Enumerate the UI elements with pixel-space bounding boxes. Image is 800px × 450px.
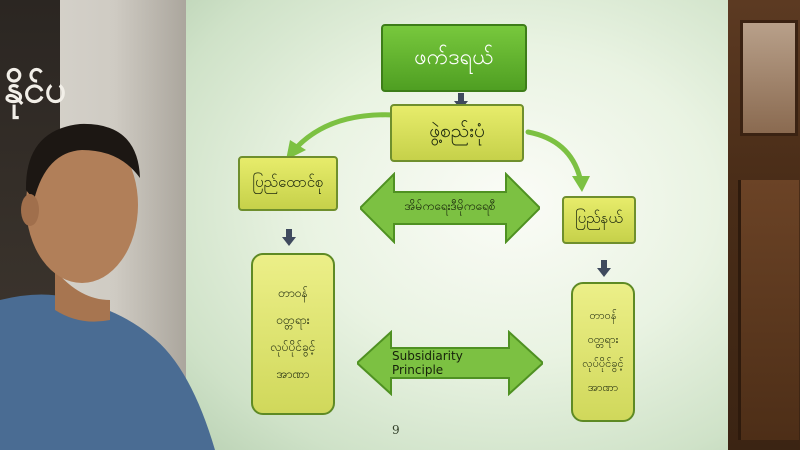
union-box: ပြည်ထောင်စု xyxy=(238,156,338,211)
curved-arrow-right-head xyxy=(572,176,590,192)
left-line-4: အာဏာ xyxy=(276,367,310,381)
state-box: ပြည်နယ် xyxy=(562,196,636,244)
wooden-door xyxy=(738,180,799,440)
right-line-1: တာဝန် xyxy=(589,308,617,322)
curved-arrow-left-head xyxy=(286,140,306,160)
left-responsibilities-box: တာဝန် ဝတ္တရား လုပ်ပိုင်ခွင့် အာဏာ xyxy=(251,253,335,415)
left-line-1: တာဝန် xyxy=(278,286,308,300)
presenter-hair xyxy=(25,123,140,200)
left-line-2: ဝတ္တရား xyxy=(276,313,310,327)
curved-arrow-right xyxy=(525,129,583,181)
federal-label: ဖက်ဒရယ် xyxy=(414,44,494,70)
constitution-box: ဖွဲ့စည်းပုံ xyxy=(390,104,524,162)
arrow-down-left xyxy=(282,229,296,246)
double-arrow-bottom xyxy=(357,330,543,396)
presenter-head xyxy=(26,127,138,283)
subsidiarity-label: Subsidiarity Principle xyxy=(392,349,463,377)
union-label: ပြည်ထောင်စု xyxy=(252,172,324,191)
double-arrow-middle xyxy=(360,172,540,244)
right-line-2: ဝတ္တရား xyxy=(587,332,619,346)
presenter-neck xyxy=(55,270,110,322)
slide-page-number: 9 xyxy=(392,423,400,437)
banner-text: နိုင်ပ xyxy=(4,67,67,111)
federal-box: ဖက်ဒရယ် xyxy=(381,24,527,92)
state-label: ပြည်နယ် xyxy=(575,209,623,227)
curved-arrow-left xyxy=(293,112,398,151)
presenter-ear xyxy=(21,194,39,226)
presenter-shirt xyxy=(0,294,215,450)
window xyxy=(740,20,798,136)
constitution-label: ဖွဲ့စည်းပုံ xyxy=(429,120,485,142)
right-responsibilities-box: တာဝန် ဝတ္တရား လုပ်ပိုင်ခွင့် အာဏာ xyxy=(571,282,635,422)
right-line-3: လုပ်ပိုင်ခွင့် xyxy=(582,357,624,370)
right-line-4: အာဏာ xyxy=(587,381,619,395)
left-line-3: လုပ်ပိုင်ခွင့် xyxy=(270,340,316,354)
arrow-down-right xyxy=(597,260,611,277)
middle-arrow-label: အိမ်ကရေးဒီမိုကရေစီ xyxy=(404,199,496,213)
